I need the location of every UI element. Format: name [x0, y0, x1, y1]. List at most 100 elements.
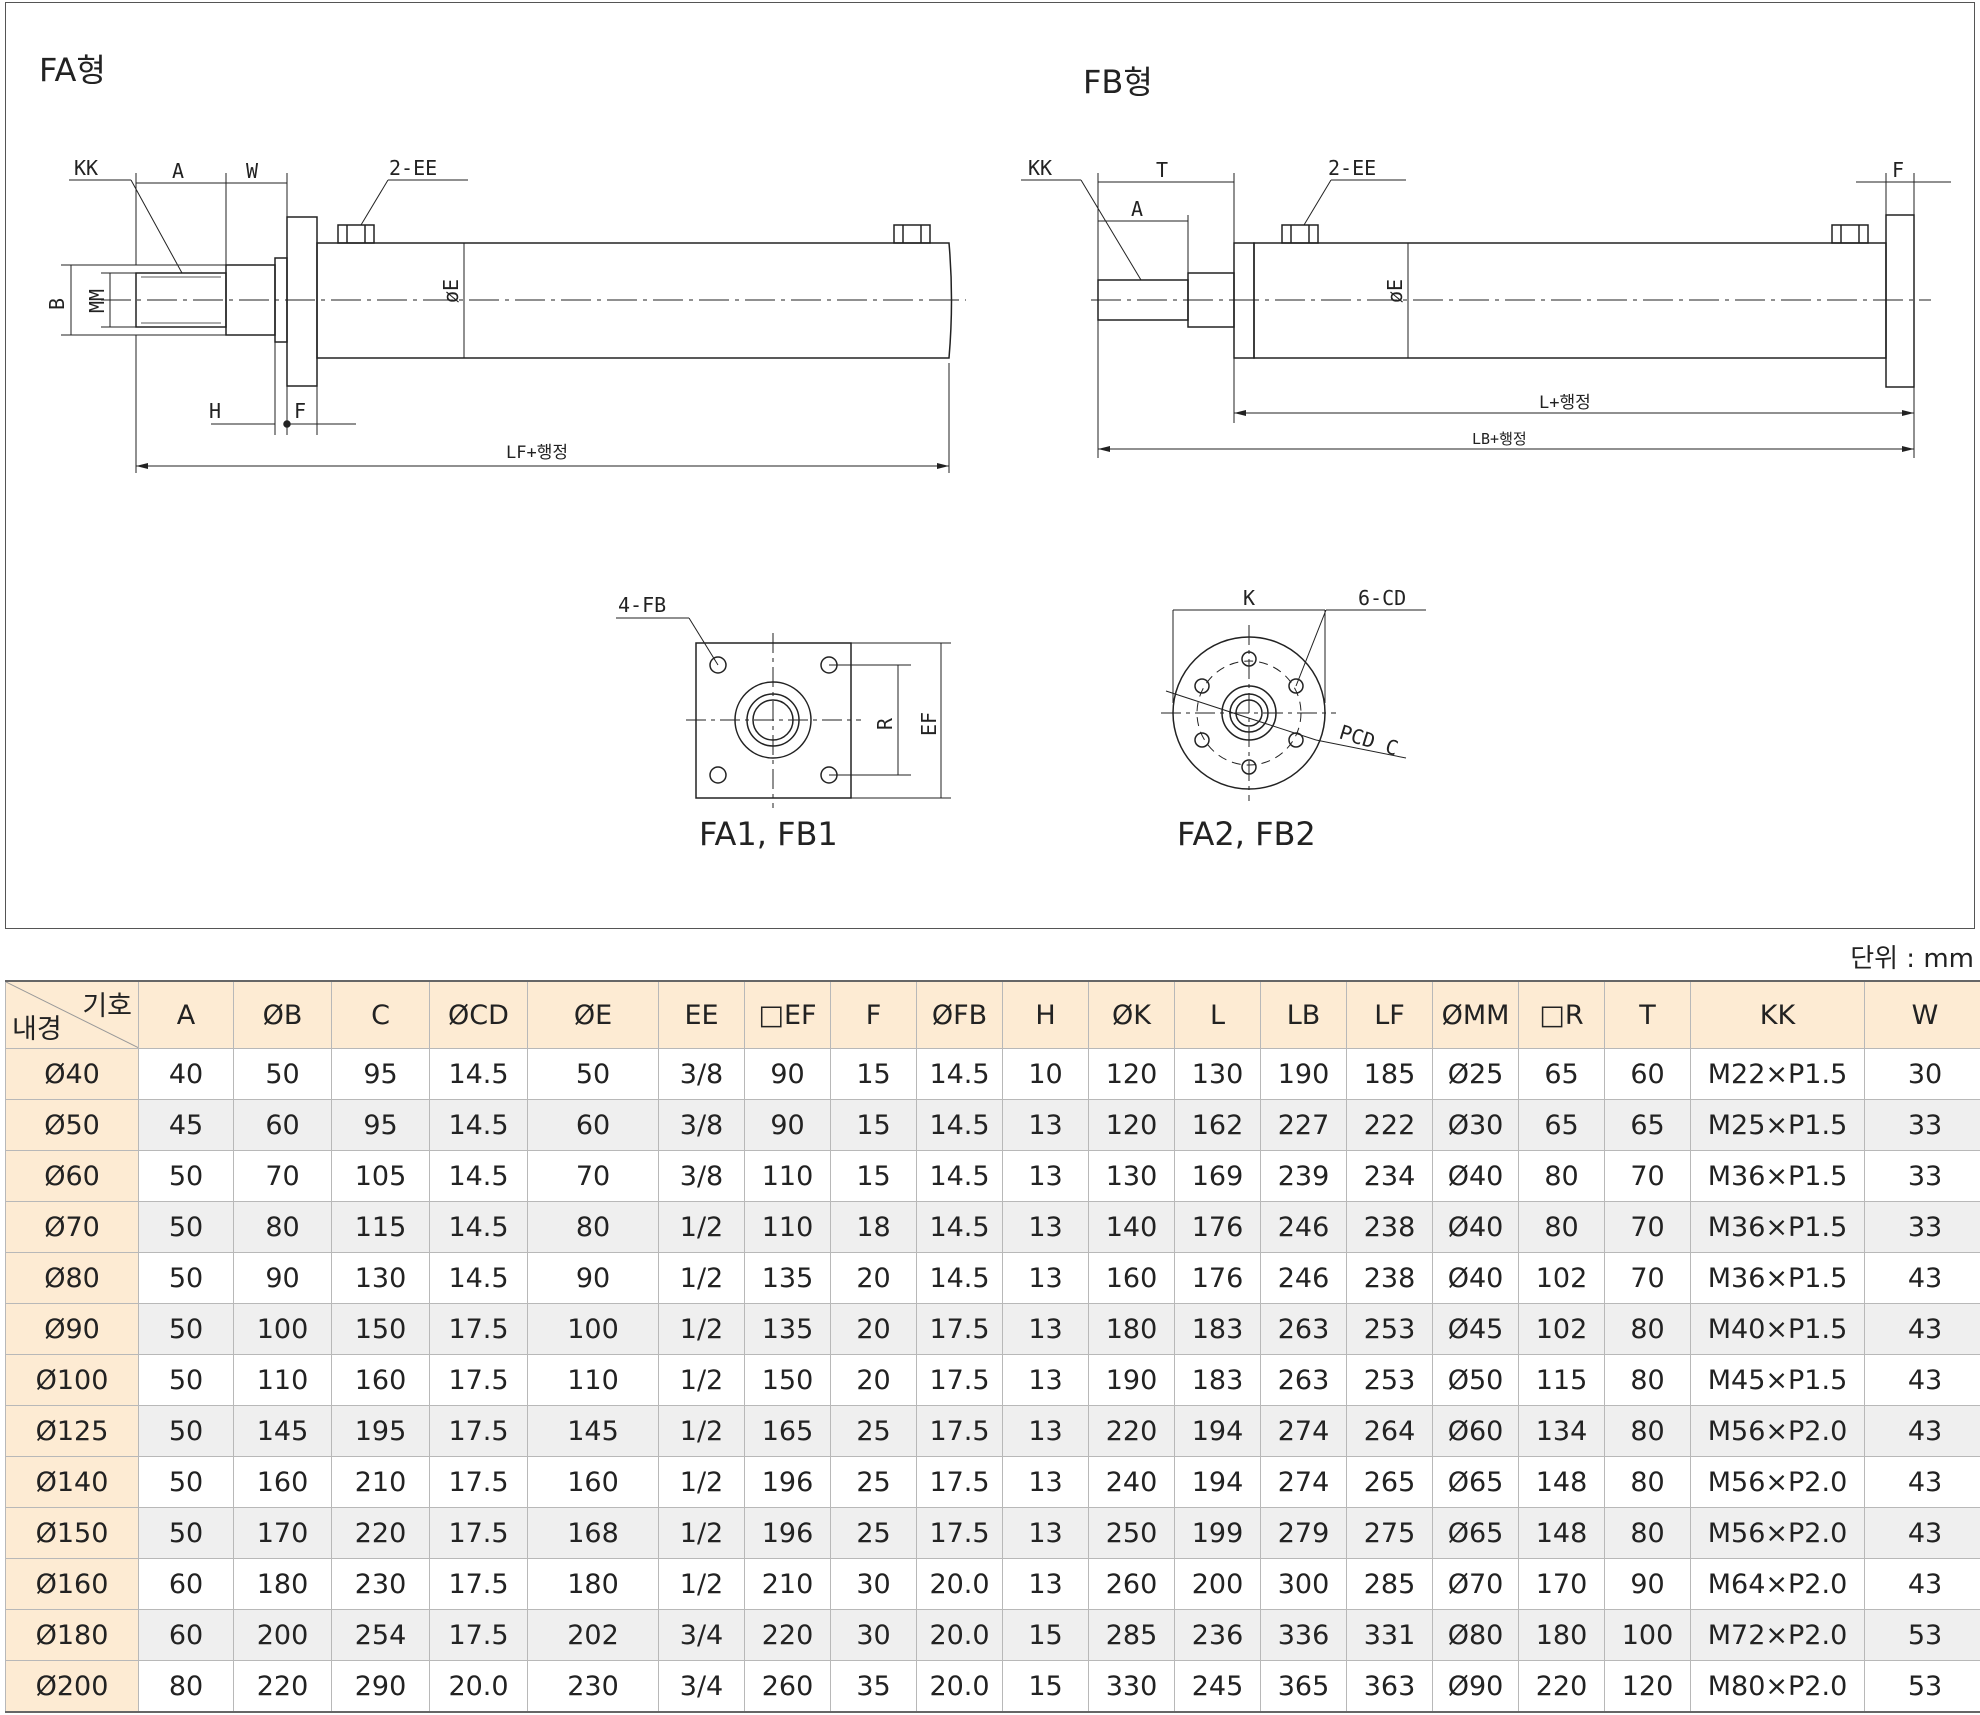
table-cell: 250 [1088, 1507, 1175, 1559]
table-cell: 10 [1002, 1048, 1089, 1100]
table-cell: 50 [138, 1150, 234, 1202]
table-cell: 274 [1260, 1456, 1347, 1508]
table-cell: 115 [1518, 1354, 1605, 1406]
table-cell: 17.5 [429, 1456, 528, 1508]
table-cell: 160 [233, 1456, 332, 1508]
table-cell: M80×P2.0 [1690, 1660, 1865, 1713]
table-cell: 1/2 [658, 1354, 745, 1406]
table-cell: 17.5 [916, 1303, 1003, 1355]
bore-cell: Ø70 [5, 1201, 139, 1253]
table-cell: 13 [1002, 1150, 1089, 1202]
table-cell: 290 [331, 1660, 430, 1713]
table-cell: M56×P2.0 [1690, 1507, 1865, 1559]
table-cell: 20.0 [916, 1558, 1003, 1610]
table-cell: 190 [1088, 1354, 1175, 1406]
fa-e-label: øE [439, 279, 463, 303]
table-cell: 279 [1260, 1507, 1347, 1559]
table-cell: 13 [1002, 1456, 1089, 1508]
table-cell: 80 [527, 1201, 659, 1253]
table-cell: 15 [830, 1048, 917, 1100]
table-cell: 130 [331, 1252, 430, 1304]
table-cell: 194 [1174, 1405, 1261, 1457]
table-cell: 170 [233, 1507, 332, 1559]
table-cell: 50 [138, 1252, 234, 1304]
table-cell: 3/8 [658, 1099, 745, 1151]
column-header: F [830, 980, 917, 1049]
table-cell: 1/2 [658, 1303, 745, 1355]
bore-cell: Ø125 [5, 1405, 139, 1457]
table-cell: 20.0 [916, 1609, 1003, 1661]
table-cell: 1/2 [658, 1456, 745, 1508]
table-cell: M64×P2.0 [1690, 1558, 1865, 1610]
table-cell: 80 [1604, 1405, 1691, 1457]
table-cell: 30 [830, 1609, 917, 1661]
table-cell: 110 [744, 1150, 831, 1202]
fa-ee-label: 2-EE [389, 156, 437, 180]
table-cell: 220 [1088, 1405, 1175, 1457]
table-cell: 20.0 [916, 1660, 1003, 1713]
table-cell: 13 [1002, 1099, 1089, 1151]
table-cell: 3/4 [658, 1660, 745, 1713]
table-cell: 263 [1260, 1303, 1347, 1355]
table-cell: 50 [138, 1507, 234, 1559]
table-cell: 14.5 [429, 1099, 528, 1151]
bore-cell: Ø50 [5, 1099, 139, 1151]
column-header: ØE [527, 980, 659, 1049]
fa-mm-label: MM [85, 289, 109, 313]
table-cell: 194 [1174, 1456, 1261, 1508]
table-cell: 260 [1088, 1558, 1175, 1610]
table-cell: 14.5 [429, 1048, 528, 1100]
fb-l-label: L+행정 [1539, 393, 1591, 413]
table-cell: 13 [1002, 1558, 1089, 1610]
table-cell: 148 [1518, 1456, 1605, 1508]
table-cell: M45×P1.5 [1690, 1354, 1865, 1406]
table-cell: 70 [1604, 1150, 1691, 1202]
table-cell: M22×P1.5 [1690, 1048, 1865, 1100]
table-cell: 176 [1174, 1201, 1261, 1253]
table-cell: 210 [744, 1558, 831, 1610]
table-cell: 330 [1088, 1660, 1175, 1713]
table-cell: 300 [1260, 1558, 1347, 1610]
table-cell: 50 [233, 1048, 332, 1100]
table-cell: 135 [744, 1252, 831, 1304]
table-cell: 80 [1604, 1303, 1691, 1355]
table-cell: 180 [527, 1558, 659, 1610]
table-cell: 14.5 [916, 1150, 1003, 1202]
table-cell: M40×P1.5 [1690, 1303, 1865, 1355]
bore-cell: Ø60 [5, 1150, 139, 1202]
table-cell: 15 [1002, 1660, 1089, 1713]
table-cell: 202 [527, 1609, 659, 1661]
table-cell: 13 [1002, 1507, 1089, 1559]
fa-h-label: H [209, 399, 221, 423]
column-header: LB [1260, 980, 1347, 1049]
table-cell: 33 [1864, 1150, 1980, 1202]
table-cell: 105 [331, 1150, 430, 1202]
table-cell: 17.5 [429, 1303, 528, 1355]
cd-holes-label: 6-CD [1358, 586, 1406, 610]
table-cell: 110 [744, 1201, 831, 1253]
table-cell: 1/2 [658, 1252, 745, 1304]
bore-cell: Ø180 [5, 1609, 139, 1661]
table-cell: 20 [830, 1252, 917, 1304]
table-cell: 60 [527, 1099, 659, 1151]
fb-type-title: FB형 [1083, 63, 1153, 101]
table-cell: 95 [331, 1099, 430, 1151]
table-cell: 246 [1260, 1252, 1347, 1304]
table-cell: 130 [1088, 1150, 1175, 1202]
table-cell: 222 [1346, 1099, 1433, 1151]
table-cell: 227 [1260, 1099, 1347, 1151]
table-cell: M25×P1.5 [1690, 1099, 1865, 1151]
column-header: ØCD [429, 980, 528, 1049]
table-cell: 80 [1604, 1354, 1691, 1406]
table-cell: 15 [830, 1099, 917, 1151]
table-cell: 230 [331, 1558, 430, 1610]
table-cell: 95 [331, 1048, 430, 1100]
table-cell: 245 [1174, 1660, 1261, 1713]
table-cell: 220 [744, 1609, 831, 1661]
column-header: □R [1518, 980, 1605, 1049]
table-cell: 180 [233, 1558, 332, 1610]
